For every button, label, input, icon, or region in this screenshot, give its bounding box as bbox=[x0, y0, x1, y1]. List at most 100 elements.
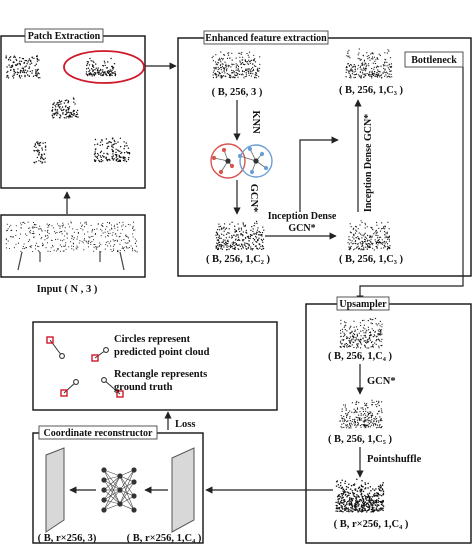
upsampler-tag-box bbox=[336, 296, 390, 311]
point bbox=[107, 232, 110, 234]
point bbox=[336, 504, 338, 507]
point bbox=[369, 420, 371, 422]
point bbox=[359, 411, 361, 413]
point bbox=[234, 242, 236, 244]
point bbox=[368, 338, 370, 340]
point bbox=[238, 238, 240, 241]
point bbox=[378, 73, 380, 75]
point bbox=[6, 76, 8, 78]
point bbox=[360, 484, 363, 487]
point bbox=[362, 245, 364, 247]
point bbox=[376, 505, 378, 508]
point bbox=[26, 234, 28, 236]
mlp-edge bbox=[103, 489, 121, 511]
point bbox=[110, 141, 112, 144]
point bbox=[348, 64, 350, 67]
point bbox=[247, 247, 249, 249]
point bbox=[379, 424, 381, 426]
point bbox=[372, 425, 375, 427]
point bbox=[362, 64, 364, 66]
point bbox=[227, 232, 229, 234]
point bbox=[247, 54, 249, 56]
point bbox=[225, 69, 228, 71]
point bbox=[219, 59, 221, 61]
point bbox=[32, 231, 34, 233]
point bbox=[57, 111, 59, 113]
point bbox=[223, 67, 225, 69]
point bbox=[237, 234, 239, 236]
point bbox=[373, 401, 375, 403]
point bbox=[241, 51, 243, 54]
point bbox=[366, 245, 369, 247]
point bbox=[234, 231, 236, 233]
point bbox=[363, 424, 365, 426]
point bbox=[356, 419, 359, 421]
point bbox=[135, 250, 137, 252]
graph-node bbox=[237, 153, 243, 159]
point bbox=[127, 223, 129, 226]
point bbox=[58, 107, 61, 109]
point bbox=[359, 425, 361, 427]
shape-c2: ( B, 256, 1,C₂ ) bbox=[206, 254, 271, 265]
point bbox=[125, 245, 127, 248]
point bbox=[13, 247, 15, 249]
point bbox=[64, 244, 67, 246]
point bbox=[212, 74, 214, 76]
point bbox=[379, 487, 382, 489]
point bbox=[222, 239, 225, 241]
enhanced-title: Enhanced feature extraction bbox=[205, 33, 327, 44]
point bbox=[233, 63, 235, 65]
point bbox=[336, 510, 339, 512]
point bbox=[127, 237, 130, 239]
point bbox=[108, 158, 110, 161]
point bbox=[349, 74, 351, 76]
point bbox=[345, 324, 347, 326]
point bbox=[376, 247, 378, 249]
point bbox=[27, 61, 29, 63]
point bbox=[382, 64, 384, 66]
point bbox=[369, 59, 371, 61]
point bbox=[76, 111, 78, 114]
point bbox=[221, 76, 223, 78]
point bbox=[364, 504, 367, 506]
point bbox=[361, 488, 363, 491]
point bbox=[71, 116, 73, 118]
point bbox=[342, 510, 344, 513]
point bbox=[362, 337, 364, 339]
point bbox=[72, 97, 75, 99]
point bbox=[373, 56, 375, 58]
point bbox=[110, 57, 112, 60]
point bbox=[366, 405, 368, 407]
point bbox=[384, 64, 386, 66]
mlp-edge bbox=[103, 479, 121, 505]
point bbox=[357, 346, 359, 348]
point bbox=[345, 322, 347, 324]
point bbox=[341, 506, 343, 509]
point bbox=[21, 70, 23, 72]
point bbox=[262, 246, 264, 248]
point bbox=[244, 224, 247, 226]
point bbox=[40, 160, 42, 163]
point bbox=[13, 55, 16, 57]
point bbox=[367, 426, 369, 428]
point bbox=[57, 102, 59, 104]
point bbox=[366, 502, 369, 504]
point bbox=[121, 229, 123, 231]
point bbox=[212, 55, 214, 57]
point bbox=[349, 248, 351, 250]
point bbox=[255, 77, 257, 79]
point bbox=[364, 232, 366, 234]
point bbox=[348, 246, 350, 248]
point bbox=[225, 237, 227, 239]
point bbox=[122, 221, 124, 223]
point bbox=[367, 419, 370, 421]
point bbox=[70, 221, 72, 223]
point bbox=[123, 141, 125, 143]
point bbox=[39, 228, 41, 230]
point bbox=[342, 490, 344, 492]
point bbox=[360, 419, 362, 421]
point bbox=[35, 224, 37, 226]
point bbox=[127, 147, 130, 149]
point bbox=[20, 233, 22, 235]
point bbox=[60, 115, 62, 117]
